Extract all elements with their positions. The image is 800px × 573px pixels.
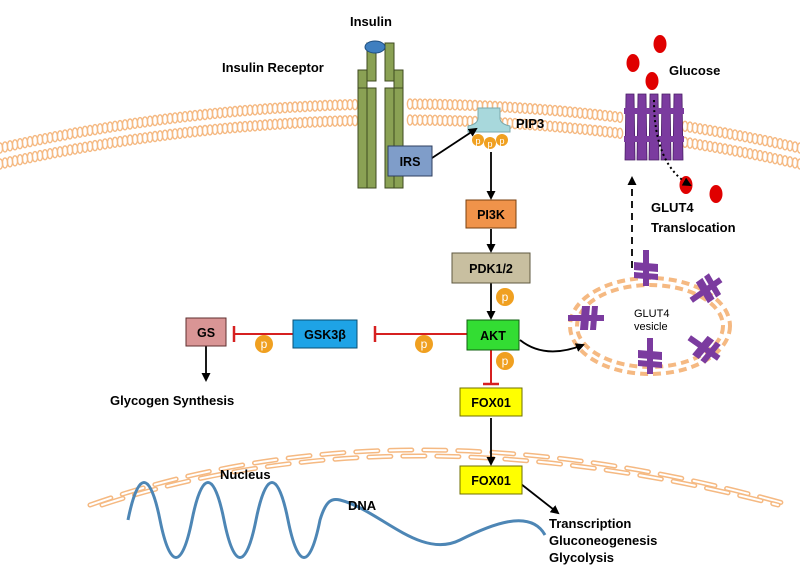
insulin-label: Insulin [350,14,392,29]
vesicle-glut4-proteins [568,250,723,374]
insulin-receptor [357,42,404,189]
phospho-akt-gsk3b: p [415,335,433,353]
glucose-label: Glucose [669,63,720,78]
nuclear-membrane [87,447,793,508]
svg-text:p: p [502,354,509,368]
svg-text:p: p [421,337,428,351]
phospho-akt-foxo: p [496,352,514,370]
arrow-irs-pip3 [431,127,478,159]
output-gluconeogenesis: Gluconeogenesis [549,533,657,548]
foxo1-nuc-label: FOX01 [471,474,511,488]
foxo1-nucleus-node: FOX01 [459,465,523,495]
pip3-p-3: p [499,136,504,146]
arrow-akt-vesicle [519,339,585,353]
gsk3b-node: GSK3β [292,319,358,349]
glut4-vesicle-label-2: vesicle [634,321,668,333]
insulin-molecule [364,40,386,54]
akt-label: AKT [480,329,506,343]
pdk-node: PDK1/2 [451,252,531,284]
dna-label: DNA [348,498,377,513]
output-glycolysis: Glycolysis [549,550,614,565]
gsk3b-label: GSK3β [304,328,346,342]
inhibition-gsk3b-gs [232,326,293,342]
pip3-p-1: p [475,136,480,146]
inhibition-akt-foxo [483,350,499,386]
phospho-gsk3b-gs: p [255,335,273,353]
arrow-foxo-transcription [520,483,560,515]
pip3-label: PIP3 [516,116,544,131]
nucleus-label: Nucleus [220,467,271,482]
svg-text:p: p [261,337,268,351]
insulin-receptor-label: Insulin Receptor [222,60,324,75]
output-transcription: Transcription [549,516,631,531]
phospho-pdk-akt: p [496,288,514,306]
glut4-transporter [624,93,684,161]
glycogen-synthesis-label: Glycogen Synthesis [110,393,234,408]
pi3k-label: PI3K [477,208,505,222]
pip3-p-2: p [487,139,492,149]
inhibition-akt-gsk3b [373,326,467,342]
dna-strand [126,481,547,559]
svg-text:p: p [502,290,509,304]
glut4-vesicle-label-1: GLUT4 [634,308,669,320]
pi3k-node: PI3K [465,199,517,229]
foxo1-cyto-label: FOX01 [471,396,511,410]
pip3-molecule: p p p [467,107,511,149]
irs-label: IRS [400,155,421,169]
foxo1-cytoplasm-node: FOX01 [459,387,523,417]
glut4-translocation-label-1: GLUT4 [651,200,694,215]
gs-label: GS [197,326,215,340]
akt-node: AKT [466,319,520,351]
glut4-translocation-label-2: Translocation [651,220,736,235]
gs-node: GS [185,317,227,347]
plasma-membrane [0,98,800,170]
irs-node: IRS [387,145,433,177]
pdk-label: PDK1/2 [469,262,513,276]
